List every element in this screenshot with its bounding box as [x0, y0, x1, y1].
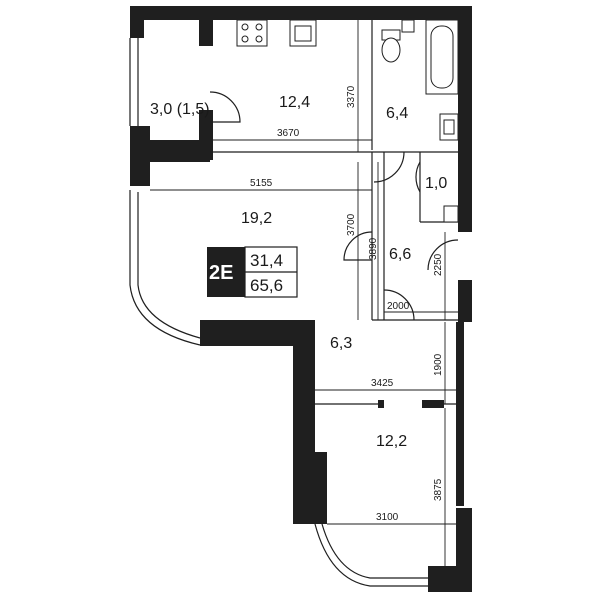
- bedroom-window-curve: [314, 523, 428, 587]
- toilet-icon: [381, 19, 415, 63]
- living-area-value: 31,4: [250, 251, 283, 270]
- wall-left-block: [130, 126, 150, 186]
- room-area-balcony: 3,0 (1,5): [150, 101, 210, 118]
- dim-living-width: 5155: [250, 178, 273, 189]
- sink-icon: [289, 19, 317, 47]
- door-hall-corridor: [383, 289, 415, 321]
- door-bathroom: [373, 151, 405, 183]
- dim-hall-side: 2250: [433, 253, 444, 276]
- partition-stub-2: [422, 400, 444, 408]
- door-entrance: [427, 239, 459, 271]
- bedroom-window-curve-inner: [321, 523, 428, 579]
- wall-bedroom-left-jog: [315, 452, 327, 524]
- area-badge: 2E 31,4 65,6: [207, 246, 298, 298]
- dim-hall-width: 2000: [387, 301, 410, 312]
- door-wc: [415, 161, 421, 193]
- wall-right-bottom: [456, 508, 472, 568]
- partition-stub: [378, 400, 384, 408]
- room-area-bedroom: 12,2: [376, 433, 407, 450]
- dim-corridor-height: 1900: [433, 353, 444, 376]
- door-balcony: [209, 91, 241, 123]
- room-area-bathroom: 6,4: [386, 105, 408, 122]
- dim-hall-height: 3890: [368, 237, 379, 260]
- bathtub-icon: [425, 19, 459, 95]
- room-area-kitchen: 12,4: [279, 94, 310, 111]
- door-living: [343, 231, 373, 261]
- room-area-hallway: 6,6: [389, 246, 411, 263]
- wall-right-lower: [456, 322, 464, 506]
- wall-right-mid: [458, 280, 472, 322]
- apartment-type-code: 2E: [209, 262, 233, 284]
- wall-right-top: [458, 6, 472, 232]
- total-area-value: 65,6: [250, 276, 283, 295]
- room-area-living: 19,2: [241, 210, 272, 227]
- dim-bedroom-height: 3875: [433, 478, 444, 501]
- dim-kitchen-width: 3670: [277, 128, 300, 139]
- wall-left-top: [130, 6, 144, 38]
- dim-bedroom-width: 3100: [376, 512, 399, 523]
- dim-living-height: 3700: [346, 213, 357, 236]
- stove-icon: [236, 19, 268, 47]
- living-window-curve: [129, 190, 201, 346]
- wall-top: [130, 6, 463, 20]
- wall-bedroom-left: [293, 320, 315, 524]
- wall-bottom-corner: [428, 566, 472, 592]
- living-window-curve-inner: [137, 192, 201, 339]
- room-area-wc: 1,0: [425, 175, 447, 192]
- dim-corridor-width: 3425: [371, 378, 394, 389]
- dim-kitchen-height: 3370: [346, 85, 357, 108]
- wc-sink-icon: [443, 205, 459, 223]
- washbasin-icon: [439, 113, 459, 141]
- wall-balcony-right: [199, 20, 213, 46]
- room-area-corridor: 6,3: [330, 335, 352, 352]
- wall-left-block-2: [150, 140, 210, 162]
